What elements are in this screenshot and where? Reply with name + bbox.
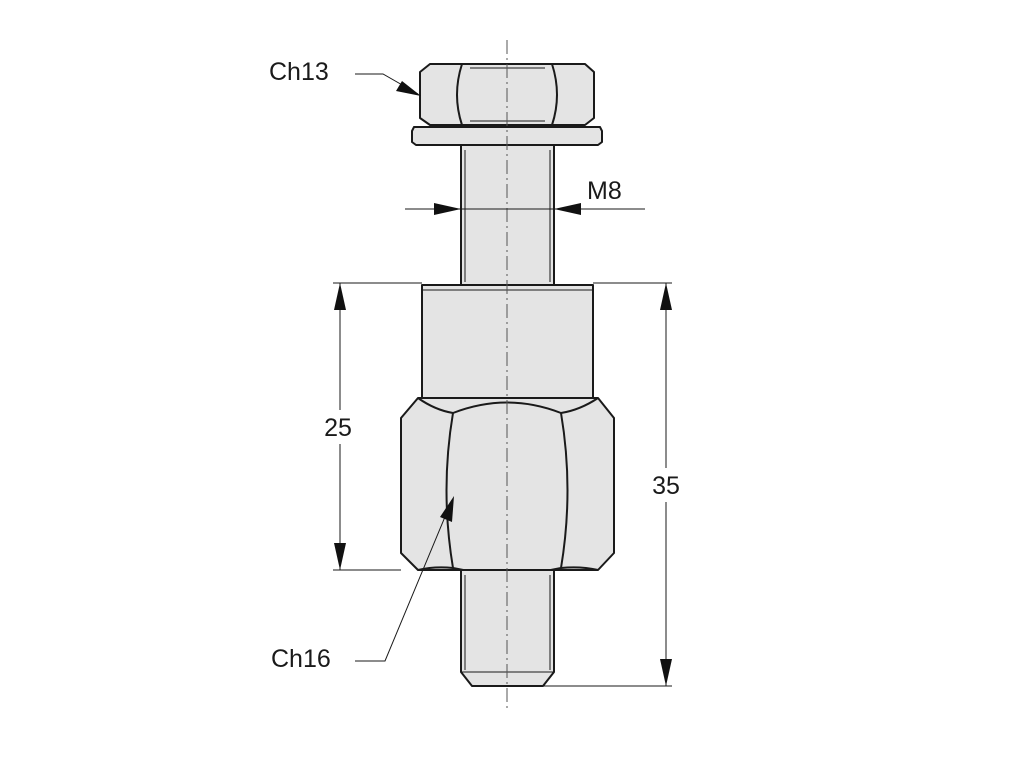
arrowhead (660, 659, 672, 686)
dimension-25-label: 25 (324, 414, 352, 442)
dimension-m8: M8 (405, 177, 645, 215)
arrowhead (660, 283, 672, 310)
arrowhead (554, 203, 581, 215)
dimension-35: 35 (543, 282, 688, 687)
arrowhead (396, 81, 421, 96)
leader-ch13-label: Ch13 (269, 58, 329, 86)
arrowhead (440, 496, 454, 522)
leader-ch16-label: Ch16 (271, 645, 331, 673)
dimension-m8-label: M8 (587, 177, 622, 205)
dimension-35-label: 35 (652, 472, 680, 500)
arrowhead (334, 283, 346, 310)
leader-ch16: Ch16 (271, 496, 454, 673)
arrowhead (434, 203, 461, 215)
leader-ch13: Ch13 (269, 58, 421, 96)
arrowhead (334, 543, 346, 570)
dimension-25: 25 (318, 282, 422, 571)
